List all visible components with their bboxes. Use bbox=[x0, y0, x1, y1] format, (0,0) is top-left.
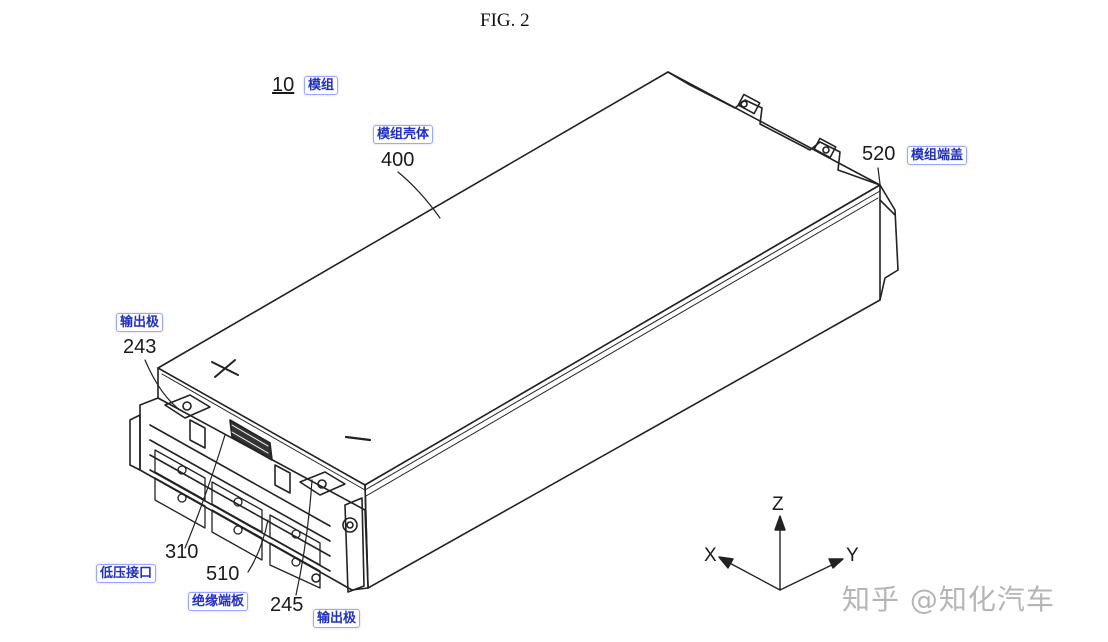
leader-310 bbox=[184, 434, 226, 549]
ref-module-number: 10 bbox=[272, 74, 295, 96]
ref-output-pole-right-number: 245 bbox=[270, 594, 304, 616]
leader-520 bbox=[877, 167, 881, 185]
watermark: 知乎 @知化汽车 bbox=[842, 583, 1055, 616]
tag-endplate: 模组端盖 bbox=[907, 146, 968, 165]
ref-housing-number: 400 bbox=[381, 149, 415, 171]
tag-module: 模组 bbox=[304, 76, 339, 95]
axis-triad bbox=[718, 515, 844, 591]
ref-lowvolt-number: 310 bbox=[165, 541, 199, 563]
ref-output-pole-left-number: 243 bbox=[123, 336, 157, 358]
leader-400 bbox=[397, 171, 441, 219]
leader-243 bbox=[144, 359, 181, 411]
figure-title: FIG. 2 bbox=[480, 10, 530, 31]
back-endplate bbox=[667, 71, 881, 186]
tag-lowvolt: 低压接口 bbox=[96, 564, 157, 583]
tag-output-pole-right: 输出极 bbox=[313, 609, 361, 628]
ref-endplate-number: 520 bbox=[862, 143, 896, 165]
axis-z-label: Z bbox=[772, 494, 784, 515]
axis-x-label: X bbox=[704, 545, 717, 566]
leader-245 bbox=[295, 479, 313, 596]
tag-insulation: 绝缘端板 bbox=[188, 592, 249, 611]
leader-510 bbox=[247, 519, 269, 573]
axis-y-label: Y bbox=[846, 545, 859, 566]
tag-housing: 模组壳体 bbox=[373, 125, 434, 144]
ref-insulation-number: 510 bbox=[206, 563, 240, 585]
tag-output-pole-left: 输出极 bbox=[116, 313, 164, 332]
